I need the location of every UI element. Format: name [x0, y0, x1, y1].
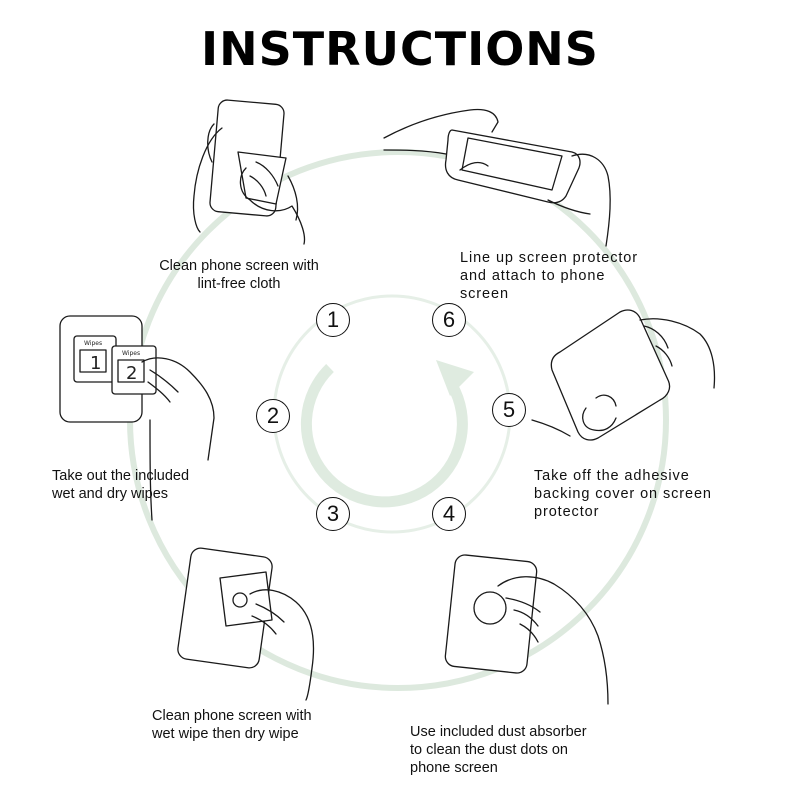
cycle-arrow-icon: [300, 360, 474, 508]
wet-wipe-illustration: [177, 547, 315, 701]
step-number-3: 3: [316, 497, 350, 531]
step-5-caption: Take off the adhesive backing cover on s…: [534, 467, 712, 521]
step-4-caption-line-1: Use included dust absorber: [410, 724, 587, 740]
wipes-illustration: Wipes 1 Wipes 2: [59, 315, 215, 521]
page-title: INSTRUCTIONS: [201, 22, 599, 76]
step-5-caption-line-3: protector: [534, 504, 600, 520]
step-number-2: 2: [256, 399, 290, 433]
step-3-caption: Clean phone screen with wet wipe then dr…: [152, 707, 312, 743]
step-3-caption-line-1: Clean phone screen with: [152, 708, 312, 724]
hand-cloth-illustration: [192, 99, 306, 245]
wipes-label-1: Wipes: [84, 340, 102, 347]
step-6-caption-line-2: and attach to phone: [460, 268, 606, 284]
wipes-label-2: Wipes: [122, 350, 140, 357]
peel-backing-illustration: [531, 309, 716, 441]
step-number-1: 1: [316, 303, 350, 337]
step-2-caption: Take out the included wet and dry wipes: [52, 467, 189, 503]
step-5-caption-line-1: Take off the adhesive: [534, 468, 690, 484]
step-6-caption: Line up screen protector and attach to p…: [460, 249, 638, 303]
step-6-caption-line-3: screen: [460, 286, 509, 302]
dust-absorber-illustration: [444, 554, 609, 705]
align-protector-illustration: [383, 108, 611, 247]
step-number-5: 5: [492, 393, 526, 427]
step-4-caption-line-3: phone screen: [410, 760, 498, 776]
step-number-4: 4: [432, 497, 466, 531]
step-1-caption: Clean phone screen with lint-free cloth: [152, 257, 326, 293]
wipes-number-2: 2: [126, 363, 137, 384]
step-number-6: 6: [432, 303, 466, 337]
step-4-caption-line-2: to clean the dust dots on: [410, 742, 568, 758]
wipes-number-1: 1: [90, 353, 101, 374]
step-6-caption-line-1: Line up screen protector: [460, 250, 638, 266]
step-2-caption-line-1: Take out the included: [52, 468, 190, 484]
step-4-caption: Use included dust absorber to clean the …: [410, 723, 587, 777]
step-2-caption-line-2: wet and dry wipes: [52, 486, 169, 502]
step-5-caption-line-2: backing cover on screen: [534, 486, 712, 502]
step-3-caption-line-2: wet wipe then dry wipe: [152, 726, 299, 742]
step-1-caption-line-2: lint-free cloth: [197, 276, 281, 292]
step-1-caption-line-1: Clean phone screen with: [159, 258, 319, 274]
